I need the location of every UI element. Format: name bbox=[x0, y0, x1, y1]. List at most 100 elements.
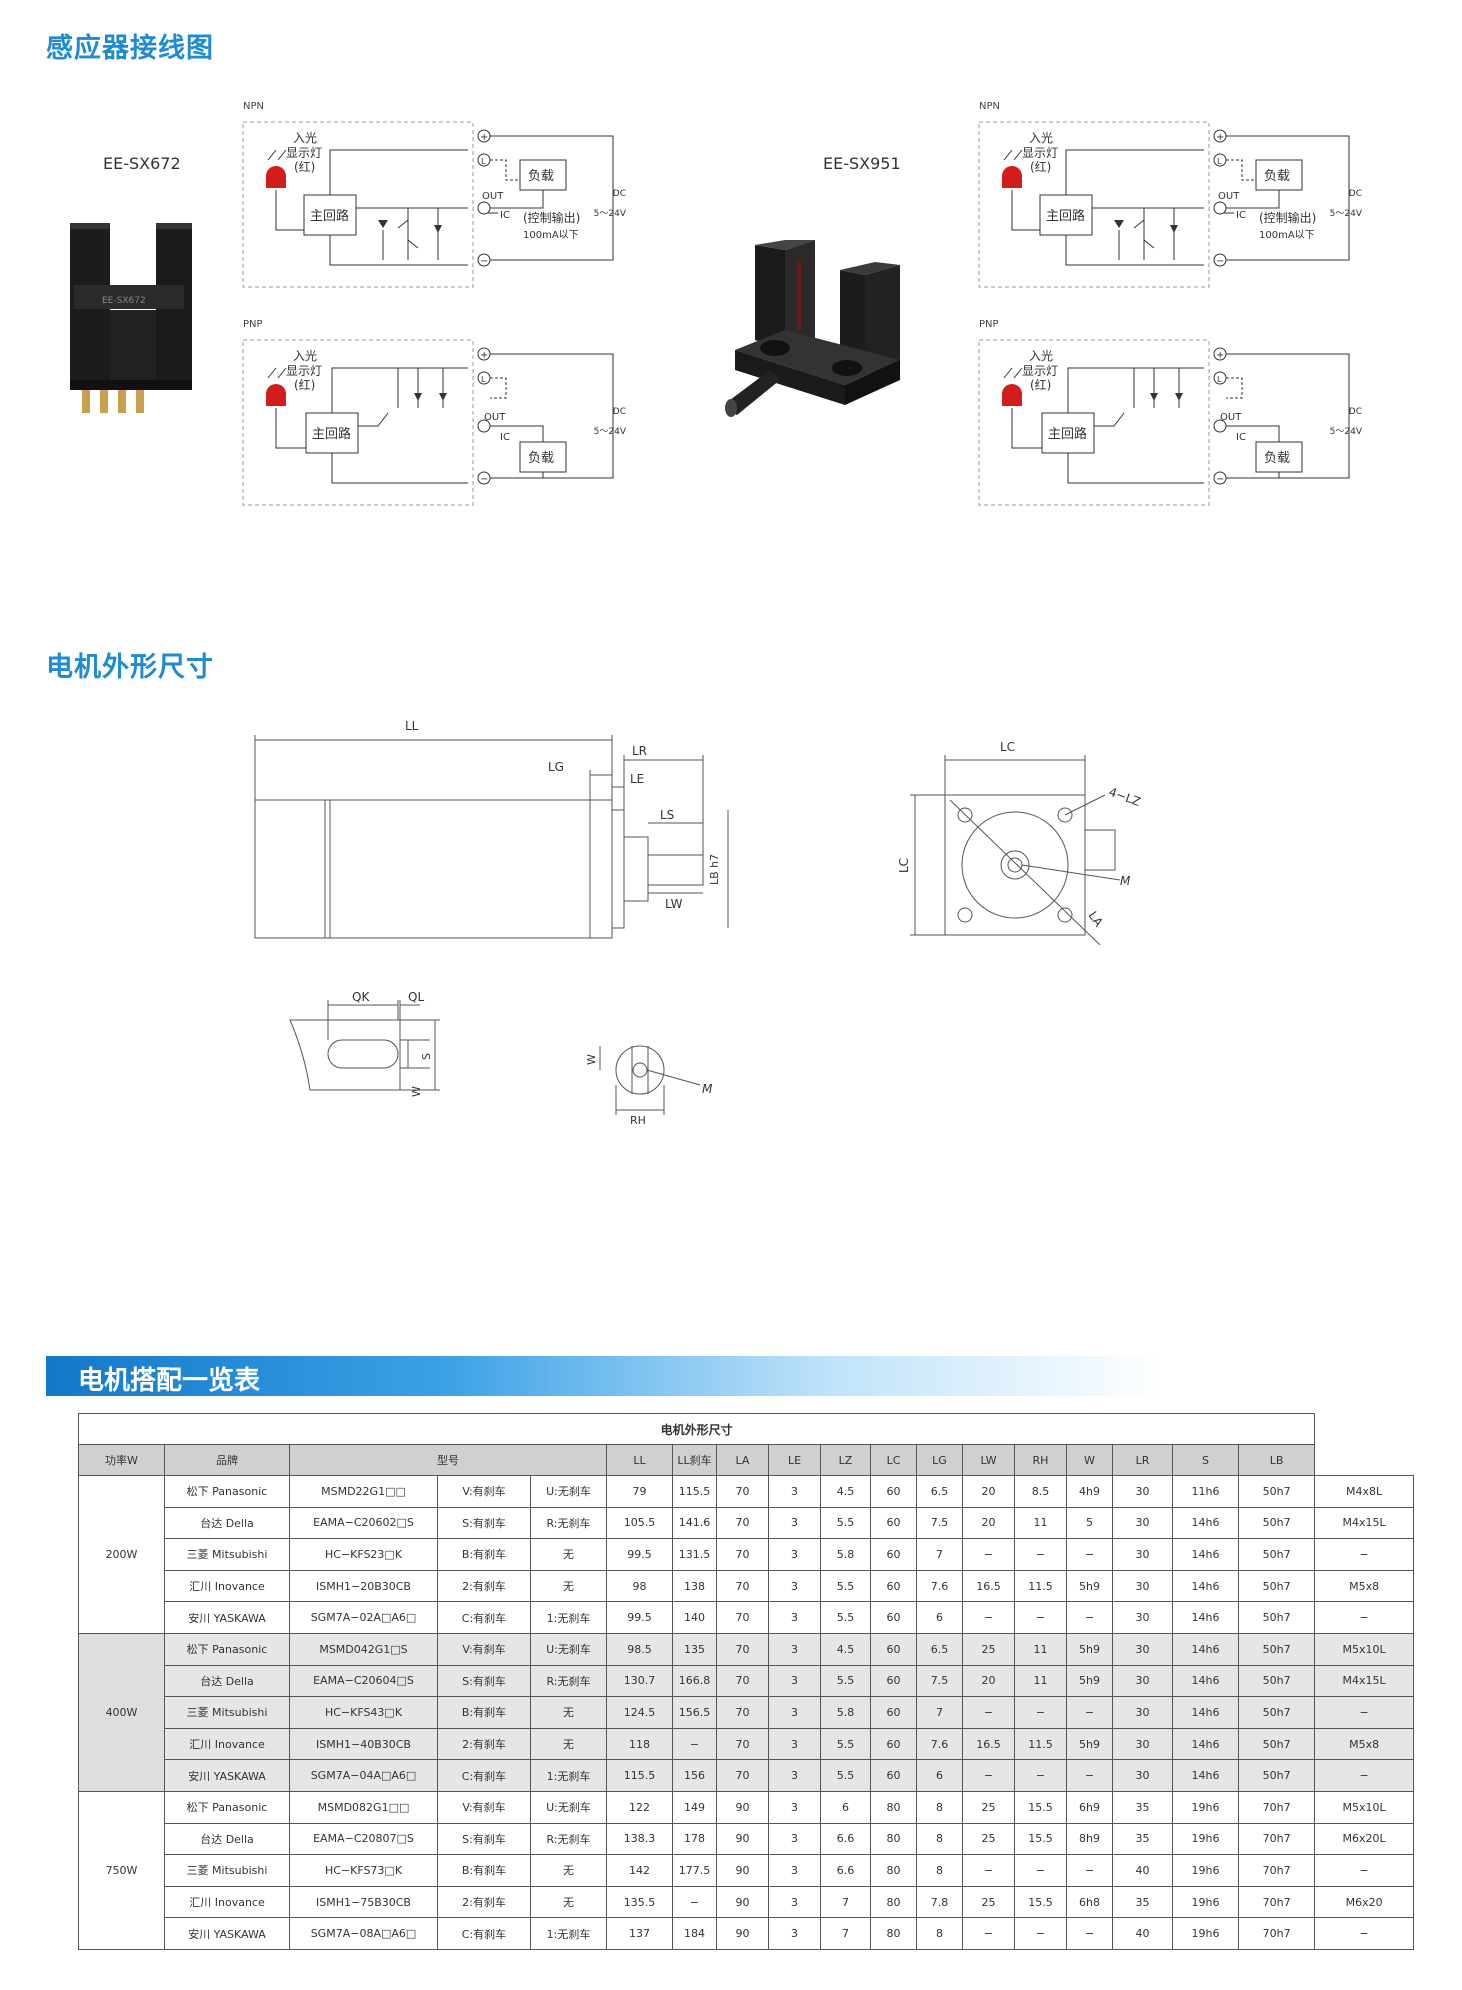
header-lw: LW bbox=[962, 1444, 1015, 1476]
header-ll: LL bbox=[606, 1444, 673, 1476]
table-cell: 70 bbox=[716, 1506, 769, 1540]
current-limit-label-3: 100mA以下 bbox=[1259, 230, 1315, 241]
table-cell: − bbox=[962, 1696, 1015, 1729]
table-cell: − bbox=[1314, 1854, 1414, 1887]
table-cell: 70h7 bbox=[1237, 1885, 1316, 1919]
table-cell: 3 bbox=[768, 1506, 821, 1540]
dim-ll: LL bbox=[405, 719, 419, 733]
voltage-label-4: 5～24V bbox=[1330, 427, 1363, 437]
table-cell: 138.3 bbox=[606, 1822, 673, 1856]
header-ll-brake: LL刹车 bbox=[672, 1444, 717, 1476]
table-cell: 4.5 bbox=[820, 1632, 871, 1666]
table-cell: 14h6 bbox=[1172, 1506, 1239, 1540]
table-cell: 5.5 bbox=[820, 1759, 871, 1792]
l-terminal-1: L bbox=[481, 157, 486, 166]
pnp-circuit-diagram-1: PNP 入光 显示灯 (红) 主回路 + L − OUT IC 负载 DC 5～… bbox=[242, 319, 627, 506]
table-cell: 8 bbox=[916, 1790, 963, 1824]
shaft-end-drawing: W RH M bbox=[585, 1045, 713, 1125]
indicator-label-2: 显示灯 bbox=[286, 364, 322, 378]
header-lc: LC bbox=[870, 1444, 917, 1476]
table-cell: 70 bbox=[716, 1569, 769, 1603]
table-cell: 无 bbox=[530, 1696, 607, 1729]
table-cell: 60 bbox=[870, 1696, 917, 1729]
table-cell: 60 bbox=[870, 1538, 917, 1571]
table-cell: 122 bbox=[606, 1790, 673, 1824]
table-cell: U:无刹车 bbox=[530, 1790, 607, 1824]
plus-terminal-1: + bbox=[480, 132, 488, 143]
table-cell: 137 bbox=[606, 1917, 673, 1950]
table-cell: 3 bbox=[768, 1601, 821, 1634]
table-cell: 汇川 Inovance bbox=[164, 1885, 290, 1919]
table-cell: ISMH1−20B30CB bbox=[289, 1569, 438, 1603]
table-cell: 台达 Della bbox=[164, 1664, 290, 1698]
table-cell: 3 bbox=[768, 1538, 821, 1571]
table-cell: 6h8 bbox=[1066, 1885, 1113, 1919]
table-cell: 7.5 bbox=[916, 1664, 963, 1698]
red-label-4: (红) bbox=[1030, 377, 1051, 392]
table-cell: 130.7 bbox=[606, 1664, 673, 1698]
table-cell: 15.5 bbox=[1014, 1822, 1067, 1856]
table-cell: − bbox=[1014, 1696, 1067, 1729]
table-cell: 7 bbox=[820, 1885, 871, 1919]
header-lz: LZ bbox=[820, 1444, 871, 1476]
indicator-label-1: 显示灯 bbox=[286, 146, 322, 160]
table-cell: 11 bbox=[1014, 1506, 1067, 1540]
table-cell: 80 bbox=[870, 1854, 917, 1887]
table-cell: 4h9 bbox=[1066, 1475, 1113, 1508]
out-label-3: OUT bbox=[1218, 191, 1240, 202]
table-cell: 25 bbox=[962, 1632, 1015, 1666]
header-lb: LB bbox=[1237, 1444, 1316, 1476]
table-cell: 30 bbox=[1112, 1569, 1173, 1603]
motor-spec-table: 电机外形尺寸 功率W 品牌 型号 LL LL刹车 LA LE LZ LC LG … bbox=[77, 1413, 1414, 1950]
table-cell: 30 bbox=[1112, 1506, 1173, 1540]
table-cell: 50h7 bbox=[1237, 1632, 1316, 1666]
motor-side-view-drawing: LL LG LR LE LS LW LB h7 bbox=[254, 719, 729, 939]
control-output-label-3: (控制输出) bbox=[1259, 210, 1316, 225]
table-cell: − bbox=[1066, 1601, 1113, 1634]
table-cell: 6.5 bbox=[916, 1475, 963, 1508]
table-cell: S:有刹车 bbox=[437, 1664, 531, 1698]
voltage-label-1: 5～24V bbox=[594, 209, 627, 219]
plus-terminal-4: + bbox=[1216, 350, 1224, 361]
table-cell: 177.5 bbox=[672, 1854, 717, 1887]
table-cell: 60 bbox=[870, 1727, 917, 1761]
main-circuit-label-1: 主回路 bbox=[310, 208, 349, 224]
dim-4lz: 4−LZ bbox=[1107, 785, 1142, 809]
table-cell: MSMD22G1□□ bbox=[289, 1475, 438, 1508]
table-cell: 35 bbox=[1112, 1790, 1173, 1824]
table-cell: 5.5 bbox=[820, 1664, 871, 1698]
table-cell: 14h6 bbox=[1172, 1696, 1239, 1729]
table-cell: − bbox=[672, 1885, 717, 1919]
table-cell: B:有刹车 bbox=[437, 1696, 531, 1729]
table-cell: 90 bbox=[716, 1854, 769, 1887]
table-cell: 30 bbox=[1112, 1601, 1173, 1634]
l-terminal-3: L bbox=[1217, 157, 1222, 166]
table-cell: 79 bbox=[606, 1475, 673, 1508]
table-cell: 无 bbox=[530, 1727, 607, 1761]
motor-section-title: 电机外形尺寸 bbox=[46, 652, 214, 683]
table-cell: 5h9 bbox=[1066, 1632, 1113, 1666]
table-cell: 松下 Panasonic bbox=[164, 1632, 290, 1666]
dim-lg: LG bbox=[548, 760, 564, 774]
table-cell: C:有刹车 bbox=[437, 1601, 531, 1634]
table-cell: MSMD042G1□S bbox=[289, 1632, 438, 1666]
table-cell: 70h7 bbox=[1237, 1822, 1316, 1856]
table-cell: 14h6 bbox=[1172, 1569, 1239, 1603]
table-cell: 3 bbox=[768, 1569, 821, 1603]
table-cell: 7 bbox=[916, 1538, 963, 1571]
table-cell: 安川 YASKAWA bbox=[164, 1601, 290, 1634]
table-cell: HC−KFS73□K bbox=[289, 1854, 438, 1887]
table-cell: 156 bbox=[672, 1759, 717, 1792]
out-label-1: OUT bbox=[482, 191, 504, 202]
table-cell: HC−KFS43□K bbox=[289, 1696, 438, 1729]
table-cell: B:有刹车 bbox=[437, 1538, 531, 1571]
table-cell: C:有刹车 bbox=[437, 1917, 531, 1950]
table-cell: 19h6 bbox=[1172, 1885, 1239, 1919]
voltage-label-2: 5～24V bbox=[594, 427, 627, 437]
dim-ls: LS bbox=[660, 808, 674, 822]
table-cell: 14h6 bbox=[1172, 1727, 1239, 1761]
ee-sx951-photo bbox=[725, 240, 900, 417]
